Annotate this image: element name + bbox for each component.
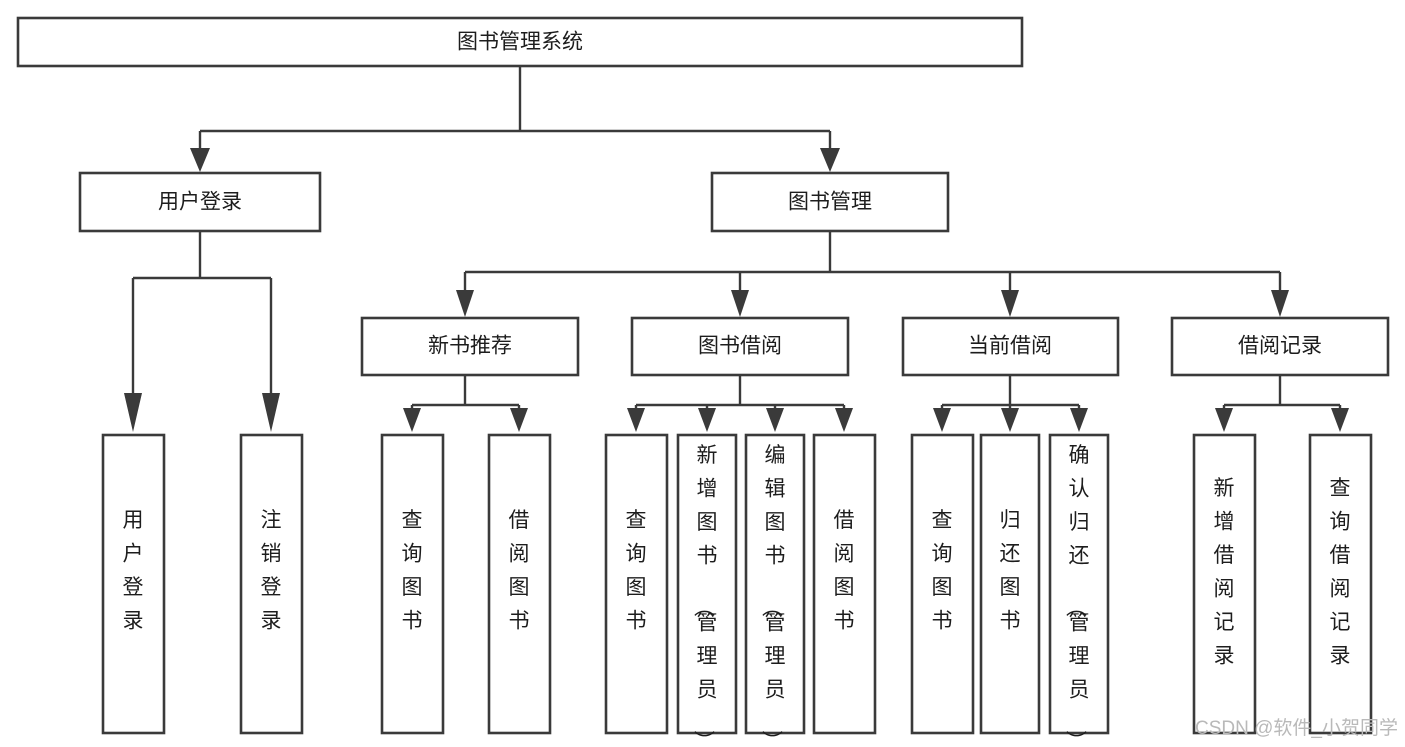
node-leaf-user-login-label: 用户登录 [123, 509, 144, 633]
arrow-to-leaf-confirm-return [1070, 408, 1088, 432]
node-user-login-label: 用户登录 [158, 191, 242, 214]
node-leaf-borrow-book-1-box[interactable] [487, 433, 552, 735]
node-leaf-user-login-box[interactable] [101, 433, 166, 735]
node-leaf-return-book-label: 归还图书 [1000, 509, 1021, 633]
node-leaf-confirm-return[interactable]: 确认归还（管理员） [1048, 433, 1110, 747]
arrow-to-book-borrow [731, 290, 749, 317]
node-leaf-edit-book-label: 编辑图书（管理员） [760, 444, 786, 747]
node-book-borrow-label: 图书借阅 [698, 335, 782, 358]
node-book-manage-box[interactable] [710, 171, 950, 233]
node-leaf-query-record-box[interactable] [1308, 433, 1373, 735]
node-leaf-query-book-1-box[interactable] [380, 433, 445, 735]
arrow-to-leaf-borrow-book-1 [510, 408, 528, 432]
node-leaf-confirm-return-label: 确认归还（管理员） [1064, 444, 1090, 747]
node-current-borrow[interactable]: 当前借阅 [901, 316, 1120, 377]
node-leaf-confirm-return-box[interactable] [1048, 433, 1110, 735]
node-user-login[interactable]: 用户登录 [78, 171, 322, 233]
arrow-to-book-manage [820, 148, 840, 172]
arrow-to-leaf-query-book-3 [933, 408, 951, 432]
arrow-to-leaf-query-record [1331, 408, 1349, 432]
node-leaf-borrow-book-2[interactable]: 借阅图书 [812, 433, 877, 735]
node-leaf-query-book-3-box[interactable] [910, 433, 975, 735]
arrow-to-new-book-rec [456, 290, 474, 317]
node-leaf-user-login[interactable]: 用户登录 [101, 433, 166, 735]
node-leaf-query-book-1-label: 查询图书 [402, 509, 423, 633]
node-borrow-record-label: 借阅记录 [1238, 335, 1322, 358]
node-leaf-user-logout[interactable]: 注销登录 [239, 433, 304, 735]
node-leaf-edit-book-box[interactable] [744, 433, 806, 735]
node-leaf-add-book-label: 新增图书（管理员） [692, 444, 718, 747]
node-root-label: 图书管理系统 [457, 31, 583, 54]
node-new-book-rec-label: 新书推荐 [428, 335, 512, 358]
node-leaf-add-book[interactable]: 新增图书（管理员） [676, 433, 738, 747]
arrow-to-user-login [190, 148, 210, 172]
node-leaf-query-book-1[interactable]: 查询图书 [380, 433, 445, 735]
node-book-borrow-box[interactable] [630, 316, 850, 377]
node-leaf-borrow-book-1-label: 借阅图书 [509, 509, 530, 633]
node-leaf-add-book-box[interactable] [676, 433, 738, 735]
node-leaf-borrow-book-2-label: 借阅图书 [834, 509, 855, 633]
node-new-book-rec-box[interactable] [360, 316, 580, 377]
arrow-to-leaf-borrow-book-2 [835, 408, 853, 432]
node-root[interactable]: 图书管理系统 [16, 16, 1024, 68]
node-leaf-query-record-label: 查询借阅记录 [1330, 477, 1351, 668]
node-new-book-rec[interactable]: 新书推荐 [360, 316, 580, 377]
node-user-login-box[interactable] [78, 171, 322, 233]
arrow-to-current-borrow [1001, 290, 1019, 317]
node-leaf-borrow-book-2-box[interactable] [812, 433, 877, 735]
node-leaf-user-logout-label: 注销登录 [261, 509, 282, 633]
node-leaf-query-record[interactable]: 查询借阅记录 [1308, 433, 1373, 735]
node-leaf-add-record-label: 新增借阅记录 [1214, 477, 1235, 668]
node-book-manage[interactable]: 图书管理 [710, 171, 950, 233]
node-root-box[interactable] [16, 16, 1024, 68]
node-leaf-return-book[interactable]: 归还图书 [979, 433, 1041, 735]
node-leaf-add-record[interactable]: 新增借阅记录 [1192, 433, 1257, 735]
node-book-manage-label: 图书管理 [788, 191, 872, 214]
node-leaf-query-book-2-box[interactable] [604, 433, 669, 735]
node-leaf-query-book-3-label: 查询图书 [932, 509, 953, 633]
arrow-to-borrow-record [1271, 290, 1289, 317]
node-leaf-query-book-2[interactable]: 查询图书 [604, 433, 669, 735]
node-current-borrow-box[interactable] [901, 316, 1120, 377]
node-borrow-record[interactable]: 借阅记录 [1170, 316, 1390, 377]
arrow-to-leaf-add-book [698, 408, 716, 432]
arrow-to-leaf-add-record [1215, 408, 1233, 432]
node-current-borrow-label: 当前借阅 [968, 335, 1052, 358]
node-leaf-return-book-box[interactable] [979, 433, 1041, 735]
connector-layer [124, 66, 1349, 432]
arrow-to-leaf-return-book [1001, 408, 1019, 432]
arrow-to-leaf-query-book-1 [403, 408, 421, 432]
node-leaf-add-record-box[interactable] [1192, 433, 1257, 735]
arrow-to-leaf-edit-book [766, 408, 784, 432]
node-leaf-edit-book[interactable]: 编辑图书（管理员） [744, 433, 806, 747]
node-leaf-user-logout-box[interactable] [239, 433, 304, 735]
arrow-to-leaf-user-logout [262, 393, 280, 432]
csdn-watermark: CSDN @软件_小贺同学 [1195, 717, 1398, 739]
arrow-to-leaf-user-login [124, 393, 142, 432]
node-leaf-query-book-3[interactable]: 查询图书 [910, 433, 975, 735]
arrow-to-leaf-query-book-2 [627, 408, 645, 432]
node-leaf-borrow-book-1[interactable]: 借阅图书 [487, 433, 552, 735]
node-leaf-query-book-2-label: 查询图书 [626, 509, 647, 633]
node-borrow-record-box[interactable] [1170, 316, 1390, 377]
node-book-borrow[interactable]: 图书借阅 [630, 316, 850, 377]
